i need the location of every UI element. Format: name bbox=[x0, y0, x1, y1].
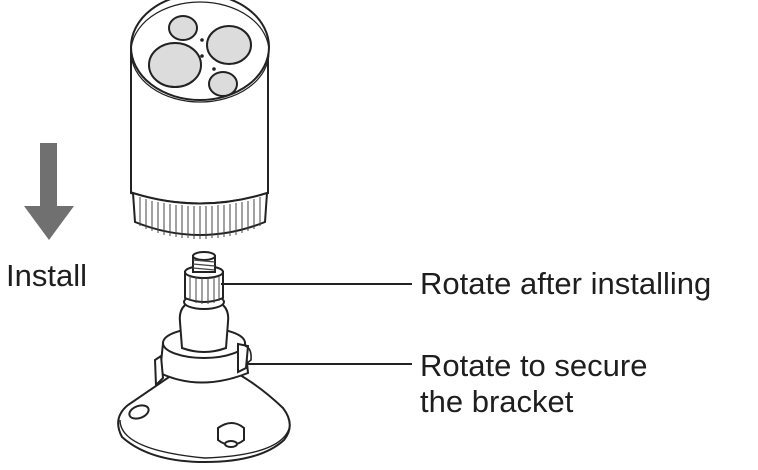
rotate-to-secure-line1: Rotate to secure bbox=[420, 348, 648, 383]
camera bbox=[130, 0, 270, 239]
mount-screw-knob bbox=[217, 422, 245, 446]
rotate-after-installing-label: Rotate after installing bbox=[420, 266, 712, 301]
rotate-to-secure-line2: the bracket bbox=[420, 384, 574, 419]
rotate-to-secure-label: Rotate to secure the bracket bbox=[420, 348, 647, 420]
camera-lenses bbox=[148, 15, 252, 97]
install-arrow-icon bbox=[24, 143, 74, 240]
mount-base bbox=[117, 374, 291, 464]
camera-base-texture bbox=[139, 197, 261, 239]
mount-ball-neck bbox=[178, 299, 230, 353]
install-label: Install bbox=[6, 258, 87, 293]
mount-bracket bbox=[117, 251, 291, 464]
